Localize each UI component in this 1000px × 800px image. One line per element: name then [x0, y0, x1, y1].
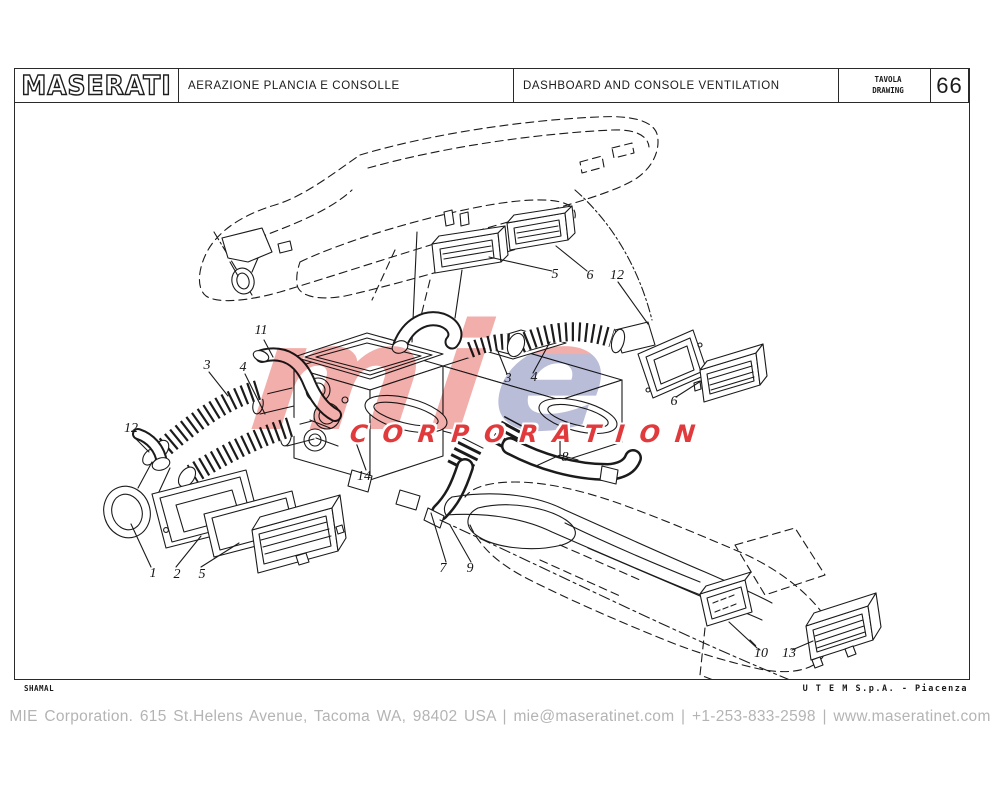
side-vent-grille — [693, 343, 768, 403]
corrugated-hose-left — [142, 380, 300, 488]
drawing-number: 66 — [931, 69, 969, 102]
vent-grille-top-right — [506, 205, 576, 251]
printer-credit: U T E M S.p.A. - Piacenza — [802, 684, 968, 694]
exploded-view-drawing — [103, 116, 882, 679]
tavola-label: TAVOLA — [874, 74, 902, 84]
maserati-logo: MASERATI — [15, 69, 179, 102]
header-bar: MASERATI AERAZIONE PLANCIA E CONSOLLE DA… — [14, 68, 970, 103]
elbow-duct — [252, 311, 463, 422]
steering-column — [221, 227, 293, 295]
drawing-label: DRAWING — [872, 85, 904, 95]
leader-lines — [130, 245, 814, 651]
title-italian: AERAZIONE PLANCIA E CONSOLLE — [179, 69, 514, 102]
heater-box — [252, 329, 623, 511]
outer-vent-assembly — [103, 428, 347, 574]
maserati-logo-text: MASERATI — [21, 70, 172, 102]
corrugated-hose-right — [462, 322, 622, 358]
tavola-drawing-label: TAVOLA DRAWING — [839, 69, 931, 102]
floor-duct-right — [489, 409, 642, 485]
mie-contact-line: MIE Corporation. 615 St.Helens Avenue, T… — [9, 708, 991, 725]
console-outline — [464, 481, 830, 679]
vent-grille-top-left — [431, 225, 509, 274]
model-name: SHAMAL — [24, 684, 55, 693]
dashboard-outline — [198, 116, 659, 321]
console-rear-vent — [699, 571, 753, 627]
floor-duct-left — [423, 429, 485, 529]
title-english: DASHBOARD AND CONSOLE VENTILATION — [514, 69, 839, 102]
rear-console-grille — [805, 592, 882, 669]
